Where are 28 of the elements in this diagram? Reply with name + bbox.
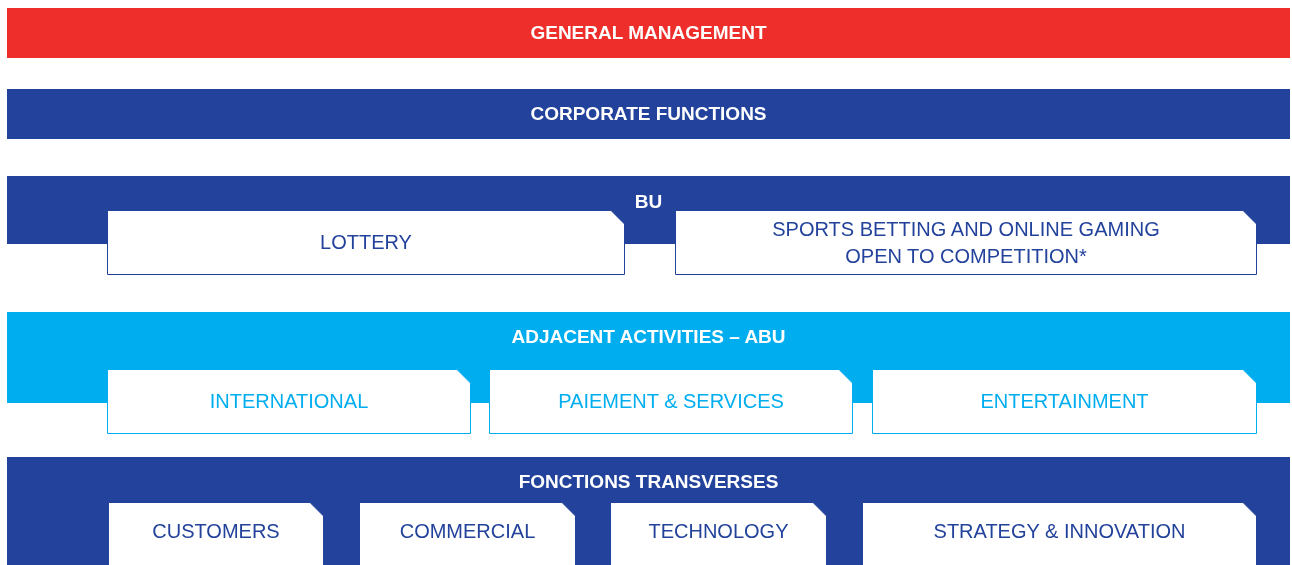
unit-label: STRATEGY & INNOVATION [933, 519, 1186, 544]
unit-label: COMMERCIAL [399, 519, 536, 544]
band [7, 89, 1290, 139]
unit-label: ENTERTAINMENT [980, 389, 1149, 414]
band [7, 312, 1290, 435]
unit-box [107, 210, 625, 275]
unit-box [862, 502, 1257, 565]
band-title: FONCTIONS TRANSVERSES [517, 471, 780, 493]
unit-label: TECHNOLOGY [648, 519, 789, 544]
band [7, 176, 1290, 276]
band-title: CORPORATE FUNCTIONS [529, 103, 768, 125]
band [7, 8, 1290, 58]
band-title: BU [633, 191, 664, 213]
unit-label: INTERNATIONAL [209, 389, 369, 414]
unit-box [359, 502, 576, 565]
unit-label: CUSTOMERS [152, 519, 280, 544]
unit-label: SPORTS BETTING AND ONLINE GAMING OPEN TO COMPETITION* [771, 216, 1161, 269]
unit-box [872, 369, 1257, 434]
unit-label: PAIEMENT & SERVICES [558, 389, 784, 414]
band [7, 457, 1290, 565]
unit-box [675, 210, 1257, 275]
band-title: GENERAL MANAGEMENT [529, 22, 768, 44]
unit-label: LOTTERY [320, 230, 412, 255]
unit-box [107, 369, 471, 434]
unit-box [610, 502, 827, 565]
unit-box [108, 502, 324, 565]
band-title: ADJACENT ACTIVITIES – ABU [510, 326, 787, 348]
unit-box [489, 369, 853, 434]
